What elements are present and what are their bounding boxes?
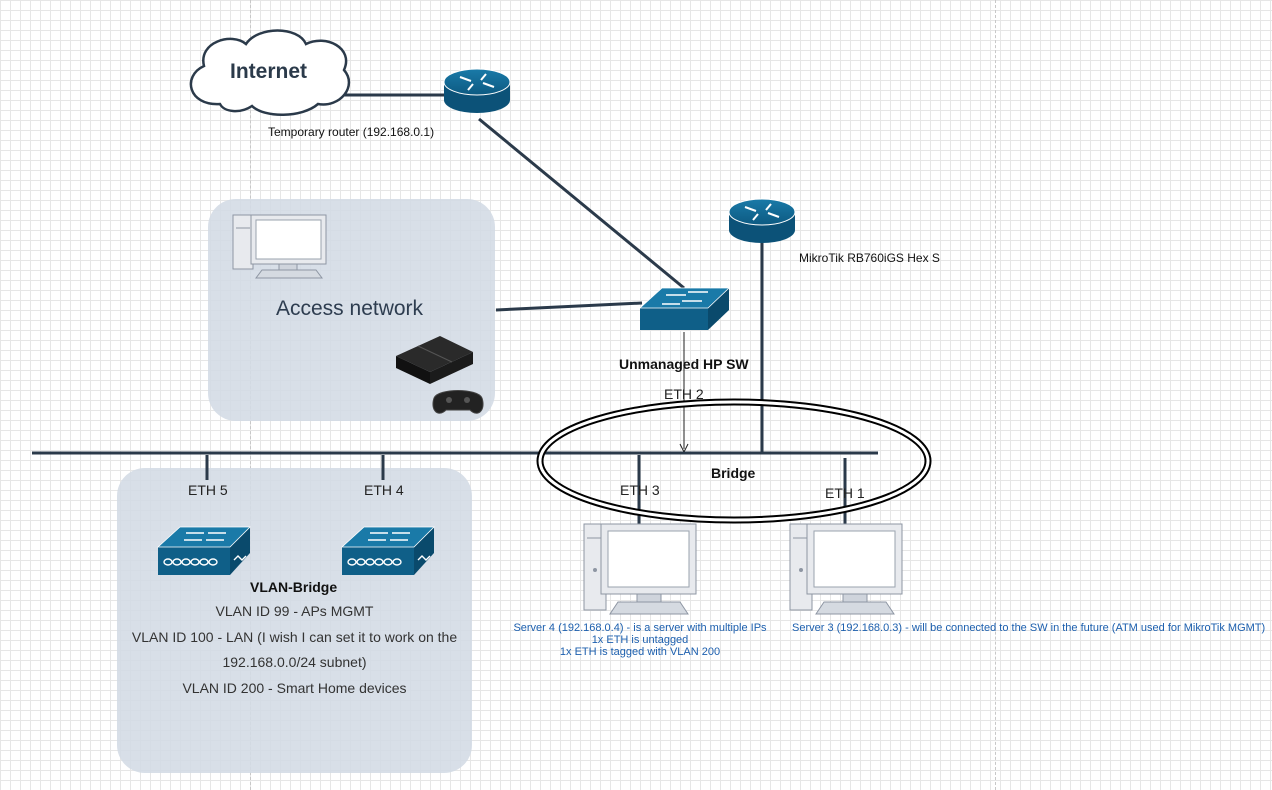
unmanaged-switch-icon[interactable] — [638, 287, 730, 330]
server4-line-1: Server 4 (192.168.0.4) - is a server wit… — [513, 622, 767, 634]
bridge-label: Bridge — [711, 465, 756, 481]
vlan-switch-eth5-icon[interactable] — [156, 526, 251, 575]
page-guide-line — [995, 0, 996, 790]
bridge-ellipse-inner — [538, 400, 930, 522]
eth3-label: ETH 3 — [620, 482, 660, 498]
internet-cloud-label: Internet — [230, 60, 308, 83]
vlan-line-100-subnet: 192.168.0.0/24 subnet) — [222, 654, 367, 670]
mikrotik-label: MikroTik RB760iGS Hex S — [799, 251, 940, 265]
vlan-bridge-group[interactable] — [117, 468, 472, 773]
eth5-label: ETH 5 — [188, 482, 228, 498]
vlan-line-99: VLAN ID 99 - APs MGMT — [215, 603, 374, 619]
server4-line-2: 1x ETH is untagged — [591, 634, 689, 646]
link-access-switch — [495, 301, 643, 312]
access-desktop-computer-icon[interactable] — [232, 214, 327, 279]
vlan-line-200: VLAN ID 200 - Smart Home devices — [182, 680, 407, 696]
game-console-icon[interactable] — [396, 336, 473, 384]
server4-computer-icon[interactable] — [583, 523, 697, 615]
server4-line-3: 1x ETH is tagged with VLAN 200 — [559, 646, 721, 658]
mikrotik-router-icon[interactable] — [728, 198, 796, 243]
server4-description: Server 4 (192.168.0.4) - is a server wit… — [508, 622, 772, 658]
eth1-label: ETH 1 — [825, 485, 865, 501]
temporary-router-icon[interactable] — [443, 68, 511, 113]
internet-cloud[interactable] — [189, 29, 351, 116]
server3-computer-icon[interactable] — [789, 523, 903, 615]
game-controller-icon[interactable] — [432, 390, 484, 414]
vlan-switch-eth4-icon[interactable] — [340, 526, 435, 575]
vlan-bridge-title: VLAN-Bridge — [250, 579, 338, 595]
eth4-label: ETH 4 — [364, 482, 404, 498]
eth2-label: ETH 2 — [664, 386, 704, 402]
access-network-title: Access network — [276, 297, 424, 320]
unmanaged-switch-label: Unmanaged HP SW — [619, 356, 749, 372]
link-router-switch — [478, 117, 685, 290]
temporary-router-label: Temporary router (192.168.0.1) — [268, 125, 435, 139]
server3-description: Server 3 (192.168.0.3) - will be connect… — [792, 622, 1266, 634]
vlan-line-100: VLAN ID 100 - LAN (I wish I can set it t… — [131, 629, 458, 645]
